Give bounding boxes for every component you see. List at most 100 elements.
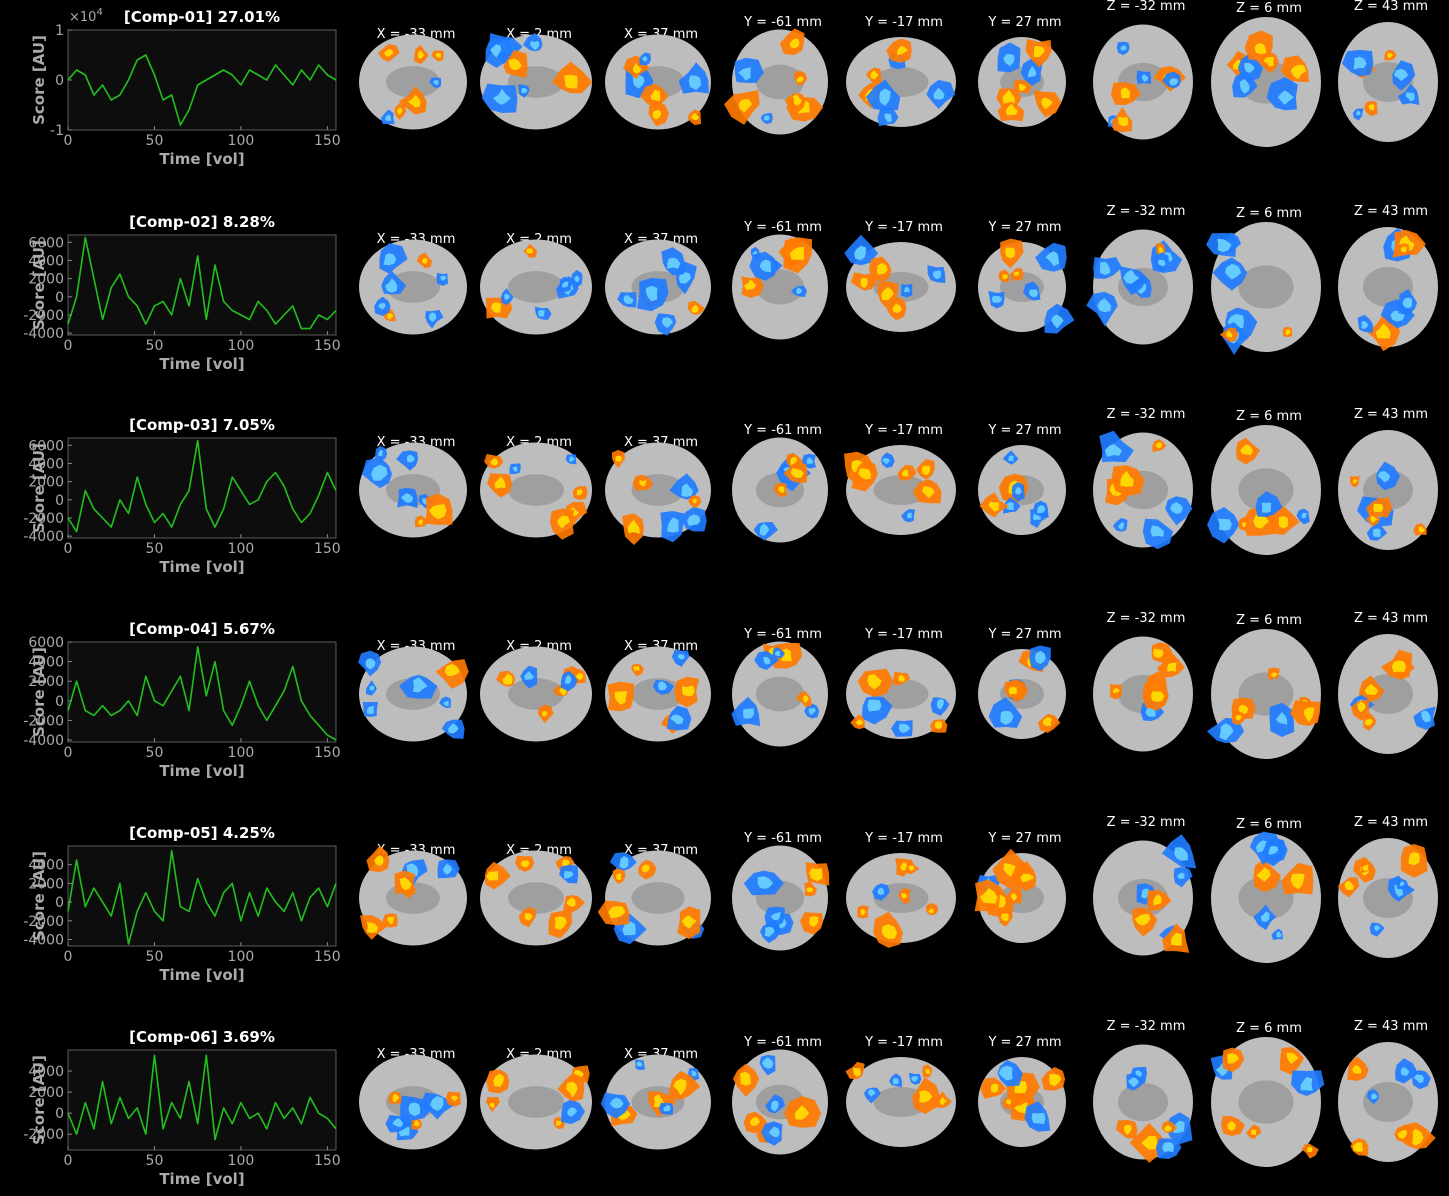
negative-peak-blob	[1301, 512, 1307, 519]
positive-peak-blob	[1049, 1073, 1062, 1087]
y-tick-label: 6000	[28, 235, 64, 251]
negative-peak-blob	[1045, 251, 1060, 267]
timecourse-line	[67, 849, 337, 945]
slice-coordinate-label: Z = -32 mm	[1107, 407, 1186, 422]
brain-slice-image: X = 2 mm	[480, 232, 592, 335]
negative-peak-blob	[412, 677, 428, 693]
x-tick-label: 100	[228, 745, 255, 761]
positive-peak-blob	[1240, 444, 1254, 456]
y-tick-label: 2000	[28, 674, 64, 690]
negative-peak-blob	[932, 270, 942, 280]
positive-peak-blob	[614, 691, 627, 705]
positive-peak-blob	[740, 1071, 752, 1086]
y-tick-label: 2000	[28, 475, 64, 491]
positive-peak-blob	[1286, 1052, 1299, 1065]
negative-peak-blob	[492, 88, 511, 105]
negative-peak-blob	[1100, 261, 1111, 276]
positive-peak-blob	[789, 247, 805, 260]
positive-peak-blob	[486, 871, 499, 881]
brain-slice-image: X = -33 mm	[358, 639, 469, 742]
positive-peak-blob	[1013, 271, 1020, 277]
negative-peak-blob	[562, 281, 569, 288]
positive-peak-blob	[1352, 1065, 1362, 1074]
positive-peak-blob	[855, 719, 864, 726]
y-tick-label: -1	[50, 123, 64, 139]
y-tick-label: -4000	[23, 529, 64, 545]
positive-peak-blob	[632, 63, 642, 74]
positive-peak-blob	[1226, 1053, 1239, 1064]
positive-peak-blob	[1041, 97, 1053, 110]
negative-peak-blob	[1003, 53, 1015, 66]
negative-peak-blob	[759, 259, 771, 273]
component-title: [Comp-03] 7.05%	[129, 416, 275, 434]
negative-peak-blob	[378, 449, 383, 457]
y-tick-label: 4000	[28, 253, 64, 269]
brain-slice-image: X = 37 mm	[600, 1047, 711, 1150]
negative-peak-blob	[757, 876, 774, 889]
negative-peak-blob	[1005, 502, 1015, 510]
negative-peak-blob	[1127, 1077, 1139, 1088]
y-tick-label: 4000	[28, 655, 64, 671]
positive-peak-blob	[921, 486, 935, 499]
positive-peak-blob	[802, 695, 809, 703]
negative-peak-blob	[854, 245, 867, 261]
positive-peak-blob	[1400, 246, 1407, 253]
brain-slice-image: Y = -61 mm	[732, 423, 828, 543]
positive-peak-blob	[450, 1095, 459, 1102]
negative-peak-blob	[1118, 522, 1125, 530]
negative-peak-blob	[369, 685, 375, 691]
positive-peak-blob	[1364, 683, 1379, 695]
positive-peak-blob	[1357, 701, 1366, 713]
brain-slice-image: Y = -61 mm	[724, 15, 828, 135]
positive-peak-blob	[422, 258, 428, 264]
x-axis-label: Time [vol]	[159, 966, 244, 984]
positive-peak-blob	[1000, 913, 1009, 922]
y-axis-label: Score [AU]	[30, 240, 48, 330]
negative-peak-blob	[681, 483, 694, 497]
brain-ventricle	[756, 64, 804, 100]
brain-slice-image: Z = 6 mm	[1206, 613, 1321, 759]
y-tick-label: 6000	[28, 438, 64, 454]
positive-peak-blob	[1387, 52, 1394, 59]
negative-peak-blob	[1421, 710, 1431, 723]
positive-peak-blob	[557, 515, 571, 529]
brain-slice-image: Y = -17 mm	[844, 423, 956, 535]
positive-peak-blob	[1397, 1129, 1407, 1139]
negative-peak-blob	[796, 287, 803, 295]
slice-coordinate-label: Y = -17 mm	[864, 220, 943, 235]
x-tick-label: 0	[64, 541, 73, 557]
brain-slice-image: Y = -61 mm	[732, 1035, 828, 1155]
positive-peak-blob	[1375, 323, 1391, 339]
positive-peak-blob	[901, 893, 908, 899]
x-tick-label: 50	[146, 949, 164, 965]
negative-peak-blob	[1008, 455, 1014, 462]
negative-peak-blob	[764, 926, 775, 937]
positive-peak-blob	[1373, 503, 1384, 513]
negative-peak-blob	[1353, 56, 1367, 70]
brain-slice-image: Y = -61 mm	[732, 220, 828, 340]
negative-peak-blob	[1169, 78, 1179, 86]
brain-slice-image: Y = -61 mm	[731, 627, 828, 747]
positive-peak-blob	[896, 45, 909, 55]
brain-slice-image: Z = -32 mm	[1093, 407, 1193, 550]
y-tick-label: 0	[55, 73, 64, 89]
slice-coordinate-label: Z = 43 mm	[1354, 204, 1428, 219]
negative-peak-blob	[1225, 263, 1242, 280]
positive-peak-blob	[1408, 852, 1420, 866]
positive-peak-blob	[935, 721, 942, 730]
negative-peak-blob	[429, 1095, 444, 1111]
negative-peak-blob	[574, 275, 580, 283]
y-tick-label: -4000	[23, 733, 64, 749]
positive-peak-blob	[921, 465, 931, 476]
positive-peak-blob	[520, 860, 530, 868]
negative-peak-blob	[1150, 525, 1164, 537]
positive-peak-blob	[778, 486, 785, 493]
positive-peak-blob	[1158, 246, 1164, 254]
timecourse-line	[67, 439, 337, 533]
negative-peak-blob	[743, 708, 755, 719]
brain-slice-image: Y = -61 mm	[732, 831, 830, 951]
positive-peak-blob	[870, 70, 879, 80]
brain-slice-image: Z = -32 mm	[1093, 611, 1193, 752]
